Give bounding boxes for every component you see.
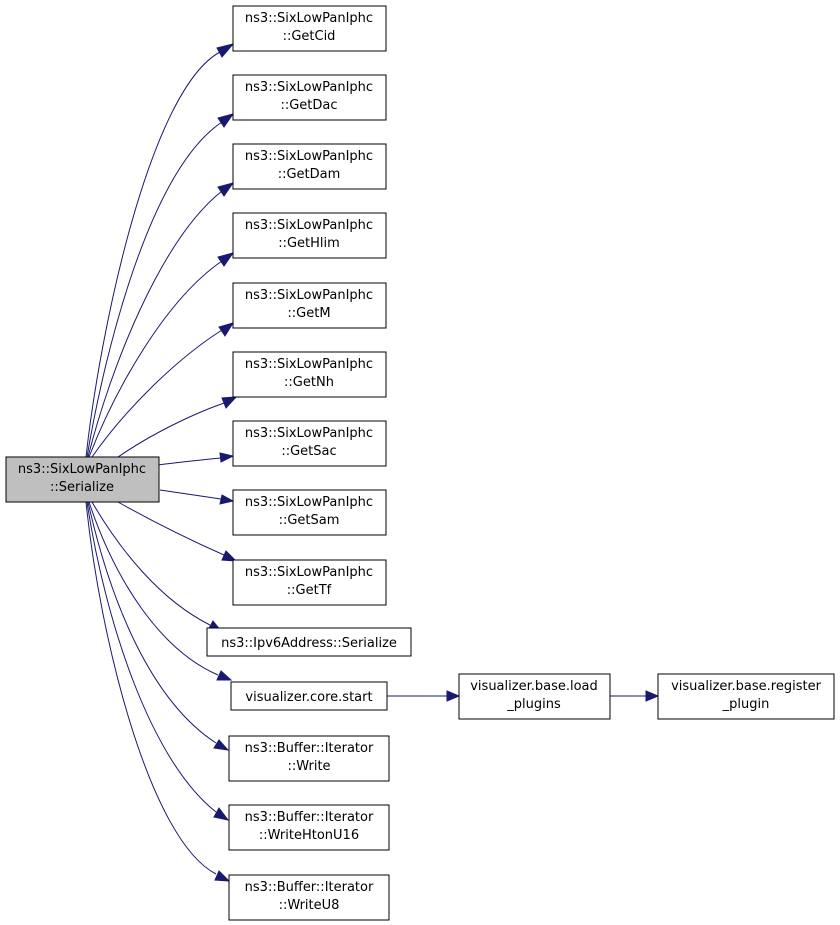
edge-serialize-getsam xyxy=(159,489,222,500)
arrow-writeu8 xyxy=(214,870,231,882)
edge-serialize-gethlim xyxy=(88,260,223,458)
arrow-getdac xyxy=(217,113,235,128)
node-label-line1: ns3::Ipv6Address::Serialize xyxy=(221,636,397,651)
node-label-line1: ns3::SixLowPanIphc xyxy=(245,218,373,233)
node-label-line2: ::GetSac xyxy=(281,444,336,459)
arrow-getm xyxy=(218,322,235,337)
edge-serialize-writeu8 xyxy=(85,501,217,875)
edge-serialize-getdac xyxy=(86,121,223,458)
edge-serialize-writehton xyxy=(86,501,217,813)
node-label-line2: ::GetDam xyxy=(278,167,341,182)
node-label-line2: ::GetDac xyxy=(280,98,337,113)
node-label-line1: visualizer.base.register xyxy=(671,679,822,694)
arrow-registerplugin xyxy=(645,690,660,702)
node-vizstart[interactable]: visualizer.core.start xyxy=(230,681,388,711)
arrow-write xyxy=(213,739,230,751)
node-writehton[interactable]: ns3::Buffer::Iterator ::WriteHtonU16 xyxy=(228,804,390,851)
edge-serialize-vizstart xyxy=(88,501,219,676)
node-label-line1: ns3::SixLowPanIphc xyxy=(245,426,373,441)
arrow-getcid xyxy=(216,43,235,58)
node-label-line2: ::Write xyxy=(287,759,330,774)
node-gethlim[interactable]: ns3::SixLowPanIphc ::GetHlim xyxy=(232,212,387,259)
edge-serialize-write xyxy=(87,501,217,744)
node-ipv6ser[interactable]: ns3::Ipv6Address::Serialize xyxy=(206,627,412,657)
arrow-loadplugins xyxy=(446,690,461,702)
node-label-line1: ns3::SixLowPanIphc xyxy=(245,11,373,26)
edge-serialize-getdam xyxy=(87,190,223,458)
node-label-line2: ::GetSam xyxy=(279,513,340,528)
arrow-getsac xyxy=(219,452,235,463)
node-getsam[interactable]: ns3::SixLowPanIphc ::GetSam xyxy=(232,489,387,536)
node-getdam[interactable]: ns3::SixLowPanIphc ::GetDam xyxy=(232,143,387,190)
edge-serialize-getm xyxy=(91,329,223,458)
arrow-getsam xyxy=(219,494,235,505)
node-getsac[interactable]: ns3::SixLowPanIphc ::GetSac xyxy=(232,420,387,467)
node-label-line1: ns3::SixLowPanIphc xyxy=(245,565,373,580)
arrow-vizstart xyxy=(216,670,233,681)
node-label-line1: ns3::SixLowPanIphc xyxy=(18,462,146,477)
node-label-line2: ::Serialize xyxy=(50,480,114,495)
node-label-line1: ns3::Buffer::Iterator xyxy=(245,741,374,756)
arrow-getdam xyxy=(217,182,235,197)
node-label-line1: ns3::Buffer::Iterator xyxy=(245,810,374,825)
edge-serialize-getsac xyxy=(157,457,222,466)
node-writeu8[interactable]: ns3::Buffer::Iterator ::WriteU8 xyxy=(228,874,390,921)
edge-serialize-ipv6ser xyxy=(91,501,211,626)
node-label-line2: ::GetTf xyxy=(287,583,332,598)
node-getnh[interactable]: ns3::SixLowPanIphc ::GetNh xyxy=(232,351,387,398)
node-label-line1: ns3::SixLowPanIphc xyxy=(245,495,373,510)
edges xyxy=(85,43,660,882)
node-label-line2: ::WriteHtonU16 xyxy=(259,828,359,843)
edge-serialize-gettf xyxy=(117,501,225,556)
node-label-line1: ns3::SixLowPanIphc xyxy=(245,357,373,372)
node-label-line1: visualizer.base.load xyxy=(470,679,598,694)
node-label-line2: _plugin xyxy=(722,697,770,712)
node-label-line1: visualizer.core.start xyxy=(245,690,372,705)
node-label-line2: ::WriteU8 xyxy=(279,898,340,913)
node-label-line2: _plugins xyxy=(506,697,561,712)
node-write[interactable]: ns3::Buffer::Iterator ::Write xyxy=(228,735,390,782)
edge-serialize-getcid xyxy=(85,51,221,458)
node-label-line2: ::GetNh xyxy=(284,375,334,390)
node-label-line2: ::GetHlim xyxy=(278,236,340,251)
node-label-line2: ::GetCid xyxy=(283,29,336,44)
arrow-writehton xyxy=(213,807,230,821)
node-label-line1: ns3::SixLowPanIphc xyxy=(245,80,373,95)
arrow-gettf xyxy=(221,550,238,562)
node-registerplugin[interactable]: visualizer.base.register _plugin xyxy=(657,673,835,720)
node-label-line2: ::GetM xyxy=(287,306,330,321)
node-getcid[interactable]: ns3::SixLowPanIphc ::GetCid xyxy=(232,5,387,52)
arrow-gethlim xyxy=(217,252,235,267)
node-getm[interactable]: ns3::SixLowPanIphc ::GetM xyxy=(232,282,387,329)
node-label-line1: ns3::SixLowPanIphc xyxy=(245,288,373,303)
edge-serialize-getnh xyxy=(117,402,225,458)
node-getdac[interactable]: ns3::SixLowPanIphc ::GetDac xyxy=(232,74,387,121)
node-root-serialize[interactable]: ns3::SixLowPanIphc ::Serialize xyxy=(5,456,160,503)
node-loadplugins[interactable]: visualizer.base.load _plugins xyxy=(458,673,611,720)
arrow-getnh xyxy=(221,396,238,409)
node-gettf[interactable]: ns3::SixLowPanIphc ::GetTf xyxy=(232,559,387,606)
node-label-line1: ns3::SixLowPanIphc xyxy=(245,149,373,164)
node-label-line1: ns3::Buffer::Iterator xyxy=(245,880,374,895)
